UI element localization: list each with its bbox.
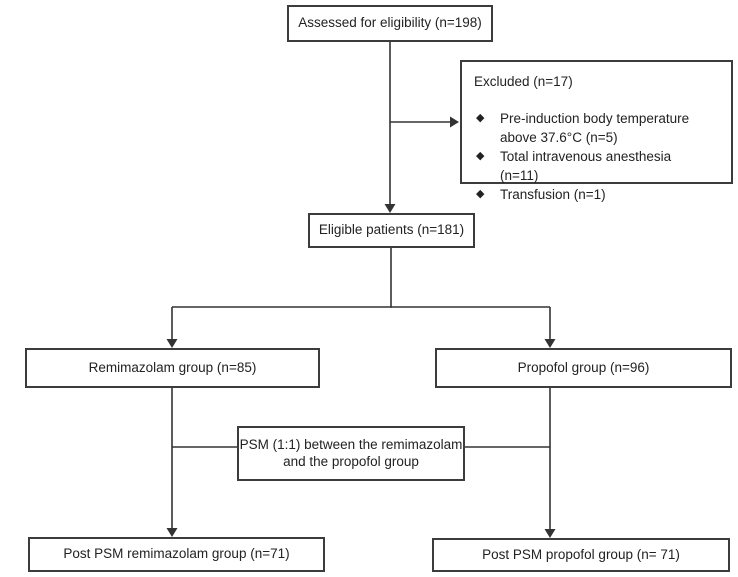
arrowhead-to-post-remimazolam	[166, 528, 178, 537]
excluded-item-text: Pre-induction body temperature above 37.…	[500, 110, 690, 145]
excluded-item-text: Total intravenous anesthesia (n=11)	[500, 148, 672, 183]
post-propofol-label: Post PSM propofol group (n= 71)	[482, 546, 680, 562]
excluded-item: ◆ Total intravenous anesthesia (n=11)	[474, 147, 713, 185]
box-post-psm-propofol: Post PSM propofol group (n= 71)	[432, 538, 730, 572]
diamond-bullet-icon: ◆	[476, 111, 485, 124]
post-remimazolam-label: Post PSM remimazolam group (n=71)	[63, 546, 290, 562]
psm-label-line2: and the propofol group	[283, 453, 419, 469]
assessed-label: Assessed for eligibility (n=198)	[298, 15, 482, 31]
arrowhead-to-post-propofol	[544, 529, 556, 538]
arrowhead-to-eligible	[384, 204, 396, 213]
psm-label-line1: PSM (1:1) between the remimazolam	[239, 436, 463, 452]
arrowhead-to-propofol	[544, 339, 556, 348]
remimazolam-label: Remimazolam group (n=85)	[88, 359, 257, 375]
diamond-bullet-icon: ◆	[476, 149, 485, 162]
box-propofol-group: Propofol group (n=96)	[435, 348, 732, 388]
diamond-bullet-icon: ◆	[476, 187, 485, 200]
box-assessed-eligibility: Assessed for eligibility (n=198)	[287, 5, 493, 42]
excluded-list: ◆ Pre-induction body temperature above 3…	[474, 109, 719, 204]
box-remimazolam-group: Remimazolam group (n=85)	[25, 348, 320, 388]
box-psm: PSM (1:1) between the remimazolam and th…	[237, 426, 465, 481]
excluded-title: Excluded (n=17)	[474, 74, 573, 89]
propofol-label: Propofol group (n=96)	[517, 359, 650, 375]
eligible-label: Eligible patients (n=181)	[318, 222, 465, 238]
box-eligible-patients: Eligible patients (n=181)	[308, 213, 475, 248]
excluded-item: ◆ Transfusion (n=1)	[474, 185, 713, 204]
arrowhead-to-excluded	[450, 116, 459, 128]
box-post-psm-remimazolam: Post PSM remimazolam group (n=71)	[28, 537, 325, 572]
excluded-item: ◆ Pre-induction body temperature above 3…	[474, 109, 713, 147]
box-excluded: Excluded (n=17) ◆ Pre-induction body tem…	[460, 60, 733, 202]
excluded-item-text: Transfusion (n=1)	[500, 186, 606, 202]
arrowhead-to-remimazolam	[166, 339, 178, 348]
